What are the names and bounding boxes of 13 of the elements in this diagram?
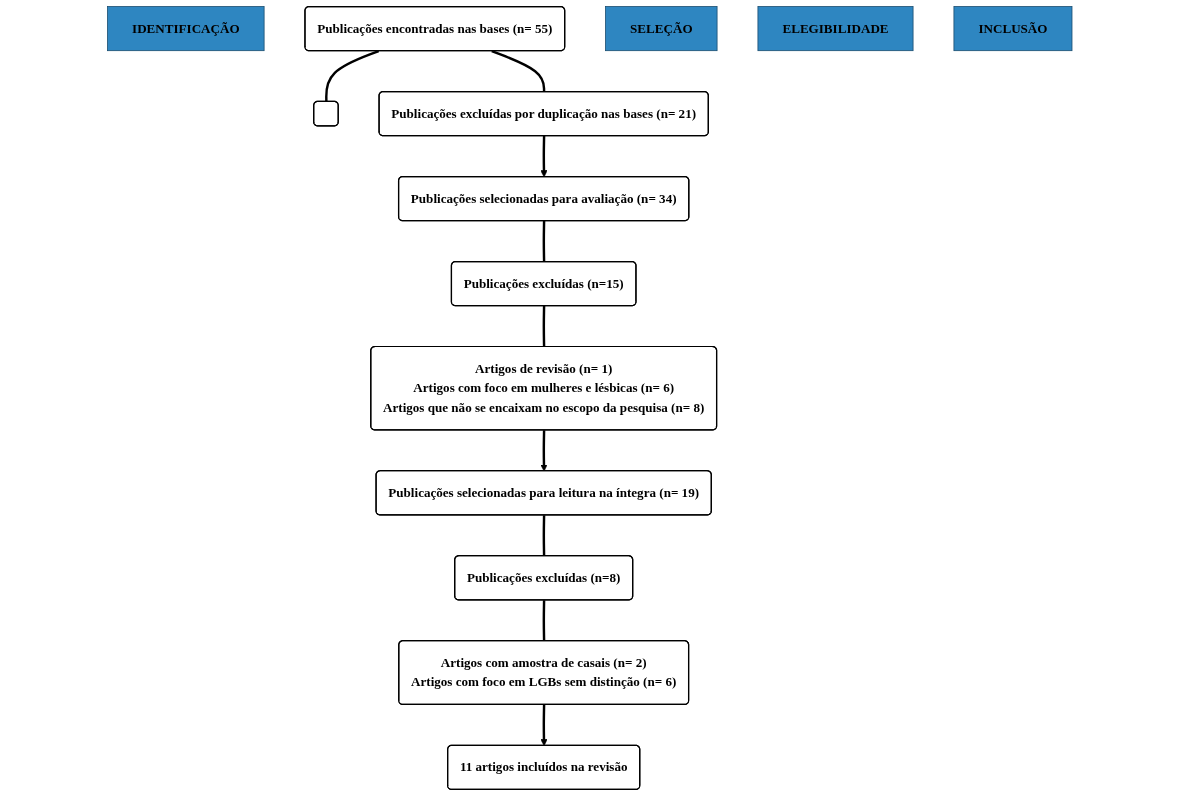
arrow [540, 136, 548, 178]
connector [542, 600, 546, 642]
arrow [540, 430, 548, 472]
node-box: SELEÇÃO [604, 6, 718, 52]
connector [324, 49, 379, 102]
node-box: INCLUSÃO [953, 6, 1073, 52]
arrow [540, 704, 548, 747]
connector [542, 515, 546, 557]
connector [542, 221, 546, 262]
node-box: IDENTIFICAÇÃO [106, 6, 265, 52]
node-box: ELEGIBILIDADE [757, 6, 914, 52]
connector [491, 49, 546, 92]
connector [542, 306, 546, 347]
